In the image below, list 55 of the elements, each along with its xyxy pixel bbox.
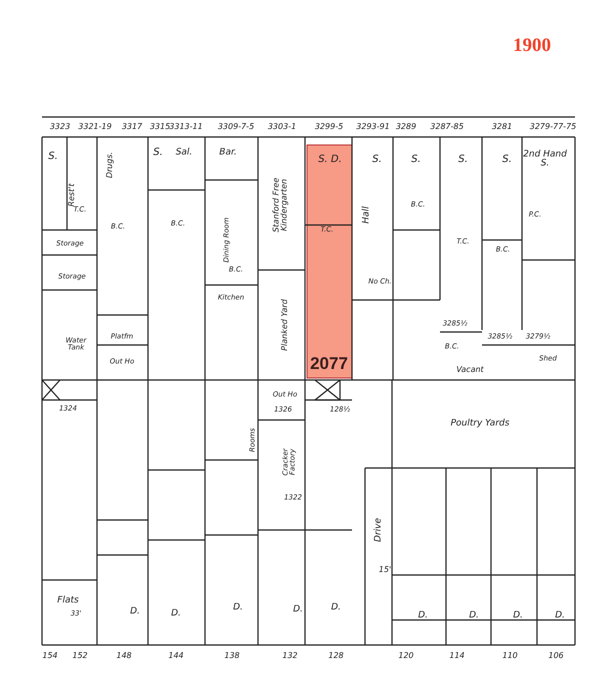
address-number: 3303-1 [268, 122, 296, 132]
address-number: 3315 [150, 122, 170, 132]
dimension-label: 15' [378, 566, 392, 574]
address-number: 154 [42, 652, 58, 660]
building-label: 2nd Hand S. [522, 150, 568, 170]
building-label: Poultry Yards [450, 419, 510, 429]
building-label: S. [48, 152, 58, 162]
building-label: Hall [362, 206, 372, 224]
building-label: Sal. [176, 148, 192, 158]
building-label: D. [331, 603, 341, 613]
building-label: D. [555, 611, 565, 621]
address-number: 148 [116, 652, 132, 660]
building-label: S. [502, 154, 512, 166]
address-number: 144 [168, 652, 184, 660]
building-label: S. [411, 154, 421, 166]
address-number: 128 [328, 652, 344, 660]
lot-number: 2077 [310, 355, 348, 373]
building-label: Rest't [68, 183, 76, 207]
building-label: D. [469, 611, 479, 621]
building-label: D. [233, 603, 243, 613]
address-number: 3321-19 [78, 122, 112, 132]
address-number: 106 [548, 652, 564, 660]
address-number: 3317 [122, 122, 142, 132]
address-number: 3281 [492, 122, 512, 132]
building-label: S. [153, 148, 163, 158]
building-label: D. [171, 609, 181, 619]
building-label: D. [513, 611, 523, 621]
building-label: Vacant [456, 366, 484, 374]
address-number: 114 [449, 652, 465, 660]
building-label: S. D. [318, 154, 342, 166]
building-label: Bar. [219, 148, 237, 158]
address-number: 3287-85 [430, 122, 464, 132]
building-label: Drive [374, 518, 384, 542]
building-label: Stanford Free Kindergarten [272, 176, 290, 234]
building-label: D. [130, 607, 140, 617]
address-number: 3313-11 [169, 122, 203, 132]
address-number: 3293-91 [356, 122, 390, 132]
year-heading: 1900 [513, 35, 551, 57]
address-number: 152 [72, 652, 88, 660]
address-number: 3309-7-5 [218, 122, 254, 132]
building-label: Drugs. [106, 152, 114, 178]
address-number: 3279-77-75 [530, 122, 576, 132]
building-label: D. [293, 605, 303, 615]
address-number: 110 [502, 652, 518, 660]
address-number: 3289 [396, 122, 416, 132]
address-number: 138 [224, 652, 240, 660]
address-number: 120 [398, 652, 414, 660]
building-label: S. [458, 154, 468, 166]
building-label: S. [372, 154, 382, 166]
address-number: 3299-5 [314, 122, 344, 132]
address-number: 132 [282, 652, 298, 660]
building-label: Planked Yard [280, 299, 290, 351]
address-number: 3323 [50, 122, 70, 132]
building-label: Flats [57, 596, 79, 606]
building-label: D. [418, 611, 428, 621]
